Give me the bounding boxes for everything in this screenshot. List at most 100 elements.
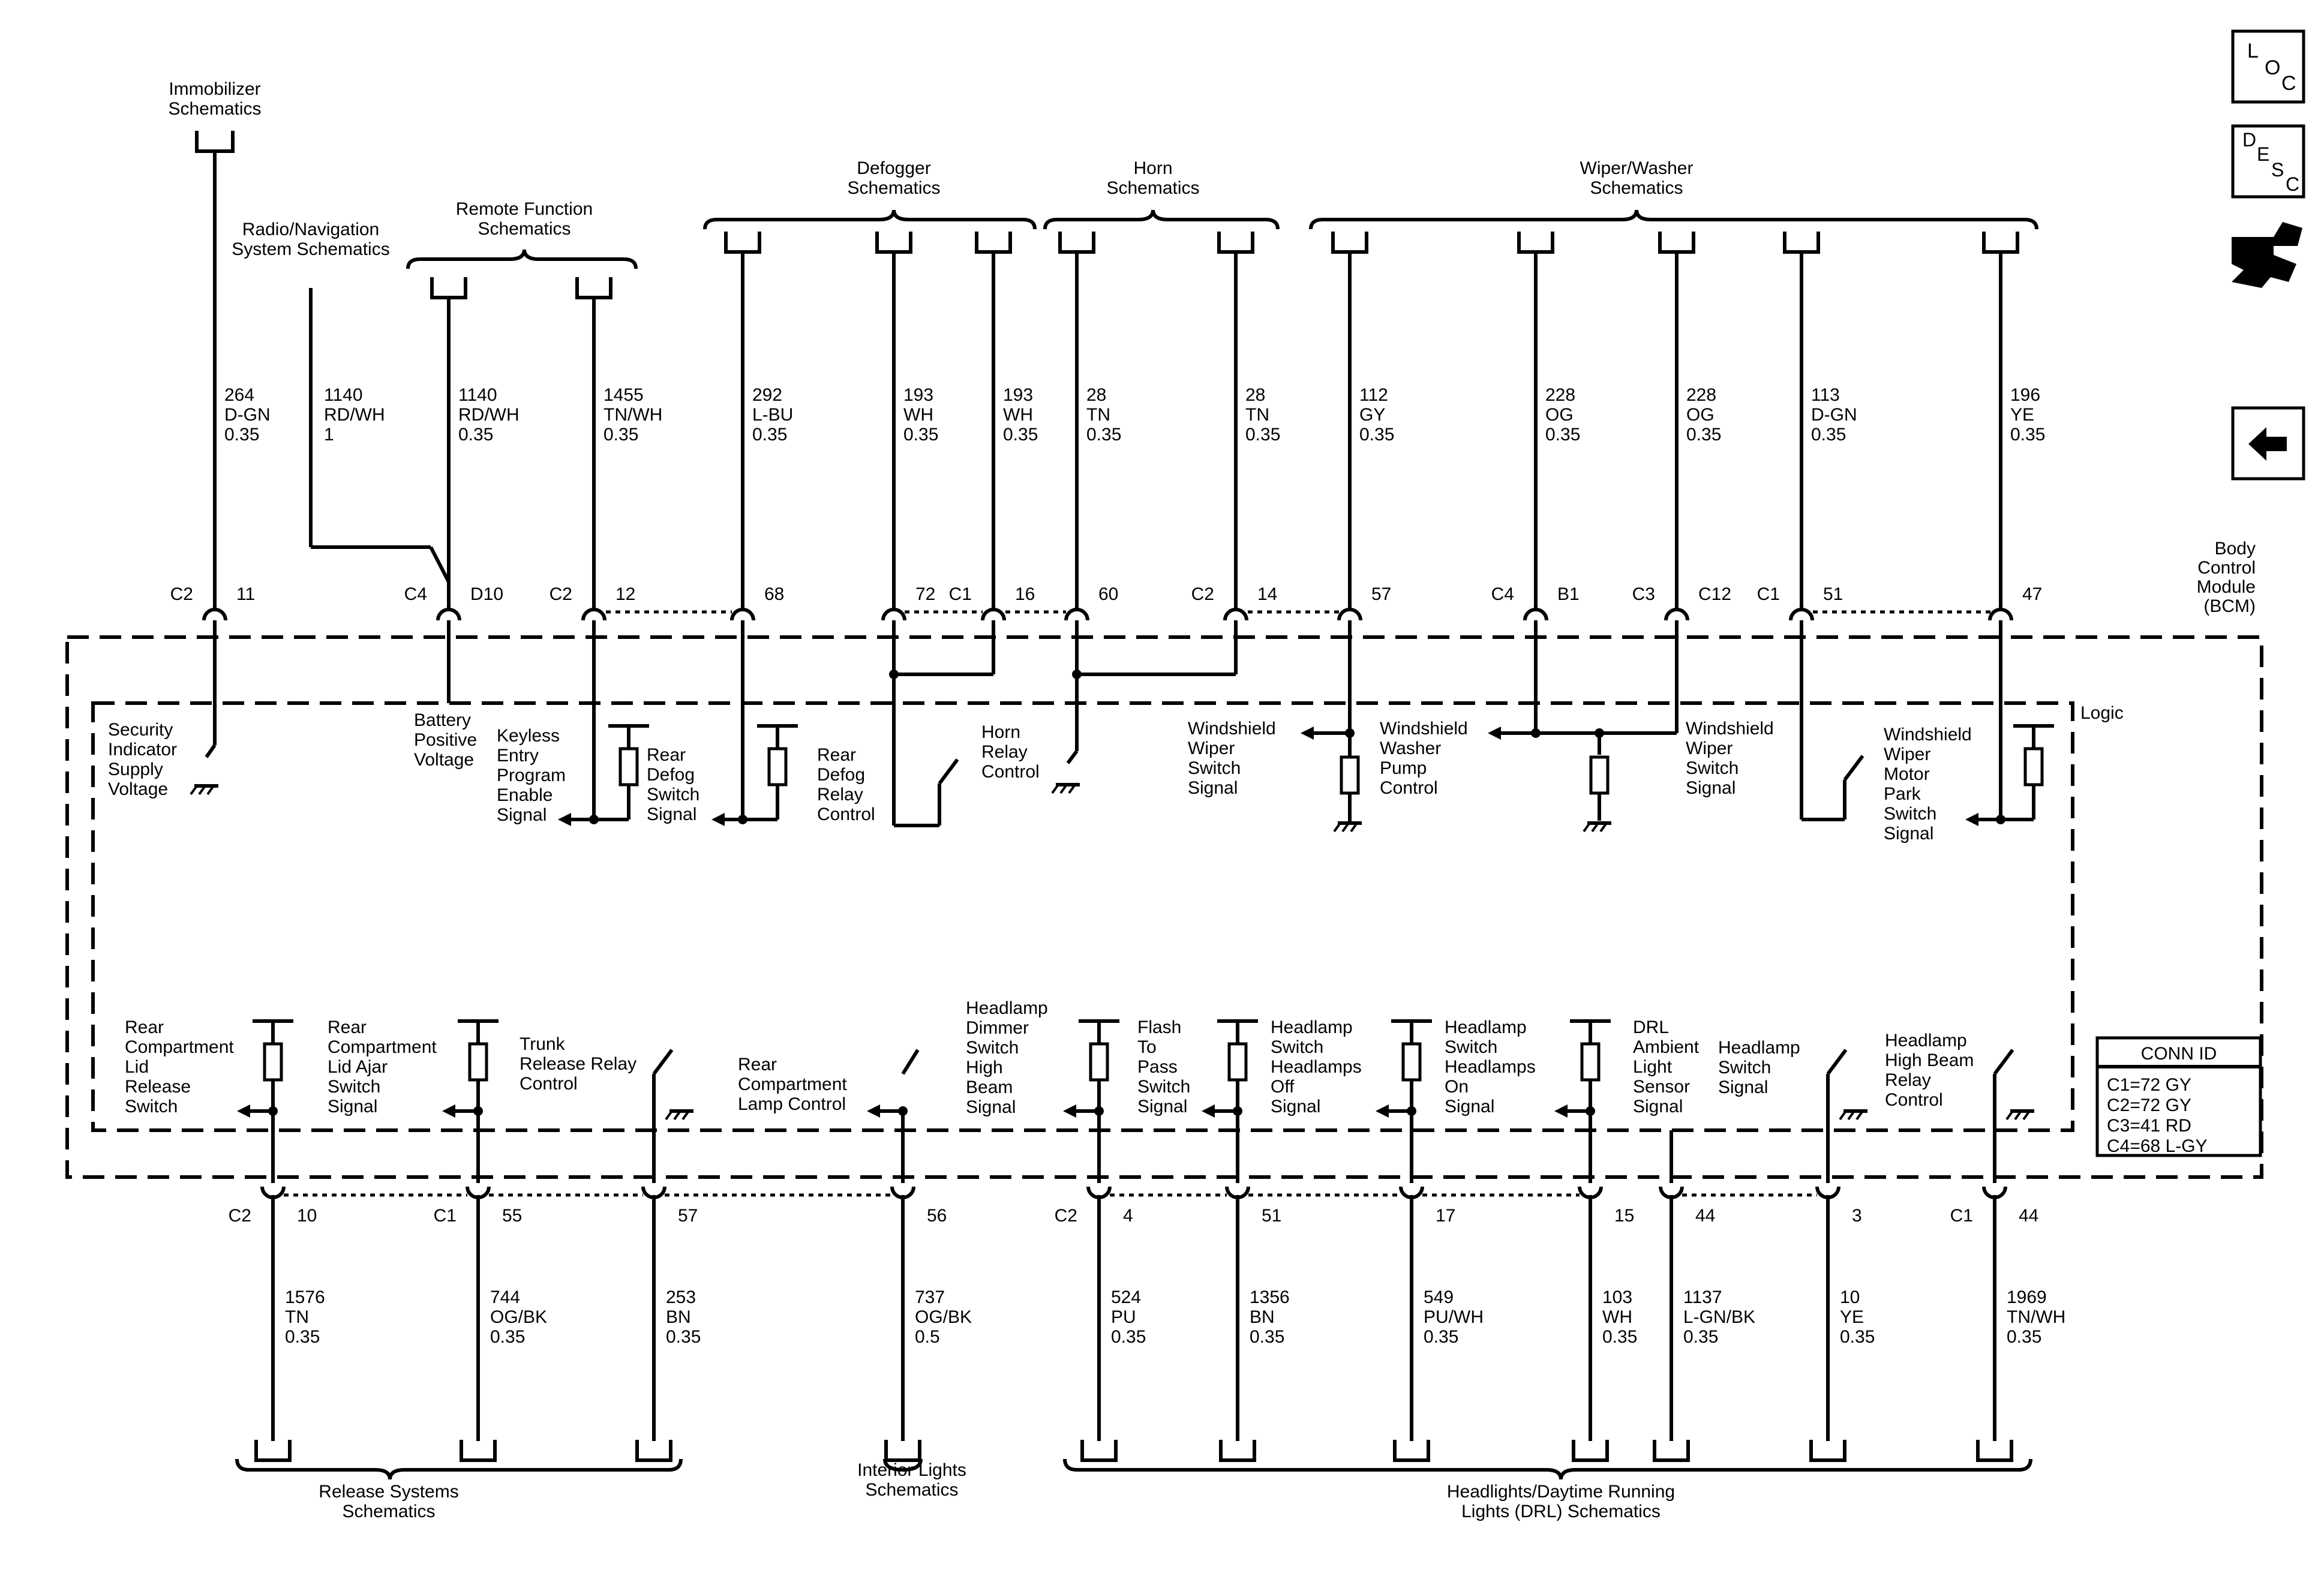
pin-number: 57: [678, 1206, 698, 1226]
connector-id: C1: [1950, 1206, 1973, 1226]
headlamp-switch-headlamps-off-signal-label: Signal: [1271, 1097, 1320, 1116]
pull-up-resistor: [263, 1042, 283, 1082]
circuit-label: 0.35: [1359, 425, 1394, 445]
group-brace: [235, 1458, 683, 1480]
windshield-washer-pump-control-label: Washer: [1380, 739, 1441, 758]
group-label: Schematics: [478, 219, 571, 239]
pin-number: 60: [1098, 584, 1118, 604]
group-label: Release Systems: [319, 1482, 458, 1502]
ground-symbol: [190, 785, 198, 795]
circuit-label: 0.35: [1840, 1327, 1875, 1347]
pin-terminal: [581, 608, 606, 621]
connector-id: C1: [1757, 584, 1780, 604]
windshield-wiper-switch-signal-left-label: Windshield: [1188, 719, 1276, 739]
pin-number: 44: [1695, 1206, 1715, 1226]
connector-id: C4: [404, 584, 427, 604]
group-label: Schematics: [847, 178, 940, 198]
pin-number: 44: [2019, 1206, 2038, 1226]
headlamp-switch-headlamps-off-signal-label: Off: [1271, 1077, 1295, 1097]
harness-connector: [254, 1440, 292, 1462]
switch-contact: [652, 1049, 674, 1075]
headlamp-high-beam-relay-control-label: Relay: [1885, 1070, 1931, 1090]
pin-terminal: [1988, 608, 2013, 621]
switch-contact: [901, 1049, 920, 1075]
circuit-label: TN: [1086, 405, 1110, 425]
pin-number: C12: [1698, 584, 1731, 604]
harness-connector: [1080, 1440, 1118, 1462]
headlamp-dimmer-switch-high-beam-signal-label: Dimmer: [966, 1018, 1029, 1038]
windshield-wiper-switch-signal-left-label: Signal: [1188, 778, 1238, 798]
rear-compartment-lamp-control-label: Lamp Control: [738, 1094, 846, 1114]
circuit-label: 193: [1003, 385, 1033, 405]
diagram-part: [65, 29, 2305, 1480]
pin-number: 3: [1852, 1206, 1862, 1226]
pin-number: 55: [502, 1206, 522, 1226]
flash-to-pass-switch-signal-label: Switch: [1137, 1077, 1190, 1097]
circuit-label: 1455: [603, 385, 644, 405]
horn-relay-control-label: Horn: [981, 722, 1020, 742]
circuit-label: PU/WH: [1424, 1307, 1484, 1327]
circuit-label: 0.35: [752, 425, 787, 445]
rear-defog-switch-signal-label: Switch: [647, 785, 699, 804]
rear-compartment-lamp-control-label: Compartment: [738, 1074, 847, 1094]
windshield-wiper-switch-signal-right-label: Switch: [1686, 758, 1739, 778]
circuit-label: TN: [1245, 405, 1269, 425]
switch-contact: [938, 758, 959, 785]
logic-outline: [91, 701, 2074, 1132]
headlamp-dimmer-switch-high-beam-signal-label: Headlamp: [966, 998, 1048, 1018]
pin-number: 51: [1262, 1206, 1281, 1226]
pin-number: 10: [297, 1206, 317, 1226]
desc-button[interactable]: [2231, 124, 2305, 199]
circuit-label: PU: [1111, 1307, 1136, 1327]
rear-defog-relay-control-label: Rear: [817, 745, 856, 765]
switch-contact: [205, 744, 217, 758]
windshield-washer-pump-control-label: Pump: [1380, 758, 1427, 778]
headlamp-high-beam-relay-control-label: Headlamp: [1885, 1031, 1967, 1050]
connector-id: C4: [1491, 584, 1514, 604]
circuit-label: 744: [490, 1287, 520, 1307]
windshield-wiper-motor-park-switch-signal-label: Wiper: [1884, 745, 1930, 764]
rear-compartment-lid-release-switch-label: Release: [125, 1077, 191, 1097]
splice-dot: [1345, 728, 1355, 738]
keyless-entry-program-enable-signal-label: Program: [497, 766, 566, 785]
headlamp-switch-headlamps-on-signal-label: Signal: [1445, 1097, 1494, 1116]
group-label: Defogger: [857, 158, 930, 178]
loc-button[interactable]: [2231, 29, 2305, 104]
circuit-label: 0.35: [1250, 1327, 1284, 1347]
circuit-label: GY: [1359, 405, 1385, 425]
harness-connector: [1976, 1440, 2013, 1462]
pull-up-resistor: [618, 747, 639, 786]
connector-tool-icon[interactable]: [2232, 222, 2302, 288]
harness-connector: [1658, 232, 1695, 254]
ground-symbol: [1068, 784, 1076, 794]
ground-symbol: [1583, 822, 1591, 833]
circuit-label: OG/BK: [915, 1307, 972, 1327]
circuit-label: 0.35: [285, 1327, 320, 1347]
signal-arrow: [1554, 1104, 1568, 1118]
rear-compartment-lid-ajar-switch-signal-label: Compartment: [328, 1037, 437, 1057]
harness-connector: [460, 1440, 497, 1462]
ground-symbol: [2014, 1110, 2022, 1121]
pin-terminal: [1337, 608, 1362, 621]
group-label: Schematics: [1590, 178, 1683, 198]
ground-symbol: [665, 1110, 673, 1121]
connector-id: C1: [949, 584, 972, 604]
group-brace: [883, 1458, 923, 1472]
ground-symbol: [1341, 822, 1350, 833]
harness-connector: [430, 277, 467, 299]
pull-down-resistor: [1340, 755, 1360, 795]
circuit-label: 524: [1111, 1287, 1141, 1307]
circuit-label: 0.5: [915, 1327, 940, 1347]
connector-id: C3: [1632, 584, 1655, 604]
pin-terminal: [1789, 608, 1814, 621]
pin-terminal: [202, 608, 227, 621]
circuit-label: WH: [903, 405, 933, 425]
windshield-wiper-motor-park-switch-signal-label: Switch: [1884, 804, 1936, 824]
group-label: Headlights/Daytime Running: [1447, 1482, 1675, 1502]
conn-id-row: C4=68 L-GY: [2107, 1136, 2208, 1156]
ground-symbol: [673, 1110, 681, 1121]
splice-dot: [1072, 670, 1082, 679]
ground-symbol: [1350, 822, 1358, 833]
harness-connector: [1331, 232, 1368, 254]
circuit-label: 228: [1686, 385, 1716, 405]
